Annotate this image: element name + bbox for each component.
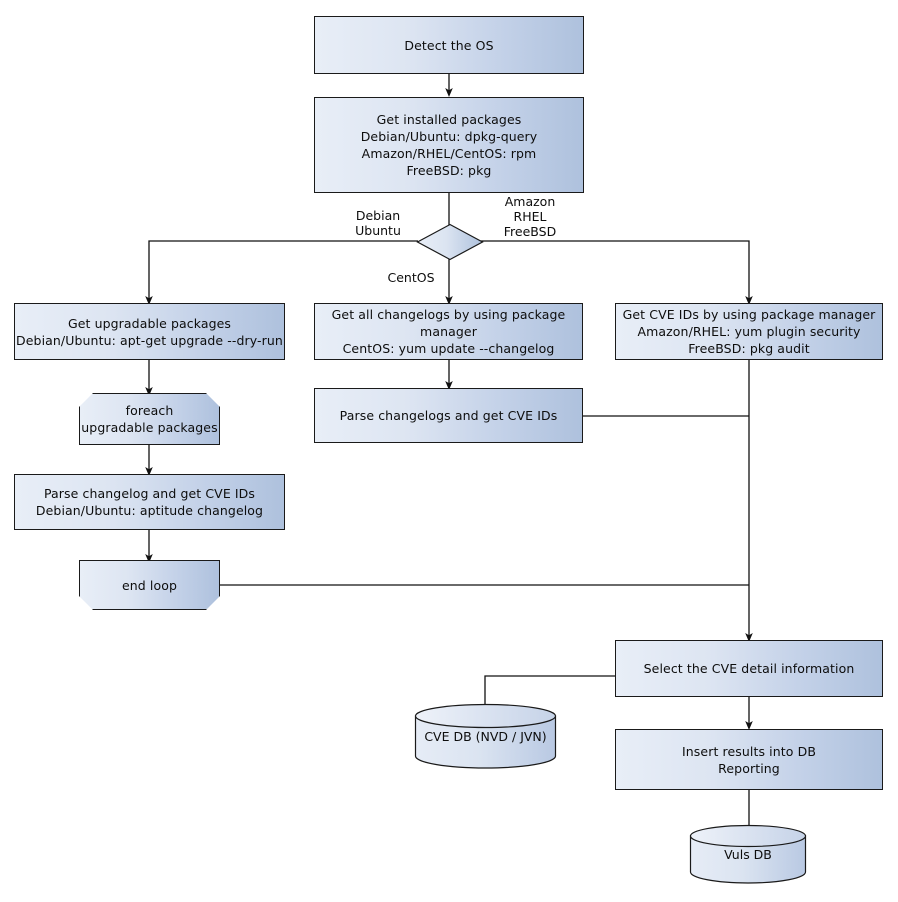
- edge-decision-amazon: [480, 240, 753, 305]
- node-detect-os[interactable]: Detect the OS: [314, 16, 584, 74]
- node-end-loop[interactable]: end loop: [79, 560, 220, 610]
- node-parse-changelogs-get-cve-ids[interactable]: Parse changelogs and get CVE IDs: [314, 388, 583, 443]
- node-foreach-loop-start[interactable]: foreach upgradable packages: [79, 393, 220, 445]
- node-parse-changelog-get-cve-ids[interactable]: Parse changelog and get CVE IDs Debian/U…: [14, 474, 285, 530]
- edge-label-amazon-rhel-freebsd: Amazon RHEL FreeBSD: [503, 194, 557, 239]
- edge-label-debian-ubuntu: Debian Ubuntu: [355, 208, 401, 238]
- node-vuls-db[interactable]: [689, 824, 807, 884]
- node-os-decision[interactable]: [416, 223, 484, 261]
- node-get-all-changelogs[interactable]: Get all changelogs by using package mana…: [314, 303, 583, 360]
- node-get-cve-ids-package-manager[interactable]: Get CVE IDs by using package manager Ama…: [615, 303, 883, 360]
- edge-decision-debian: [145, 240, 418, 305]
- node-insert-results-into-db[interactable]: Insert results into DB Reporting: [615, 729, 883, 790]
- edge-label-centos: CentOS: [387, 270, 435, 285]
- node-get-installed-packages[interactable]: Get installed packages Debian/Ubuntu: dp…: [314, 97, 584, 193]
- node-select-cve-detail-information[interactable]: Select the CVE detail information: [615, 640, 883, 697]
- node-get-upgradable-packages[interactable]: Get upgradable packages Debian/Ubuntu: a…: [14, 303, 285, 360]
- node-cve-db[interactable]: [414, 703, 557, 769]
